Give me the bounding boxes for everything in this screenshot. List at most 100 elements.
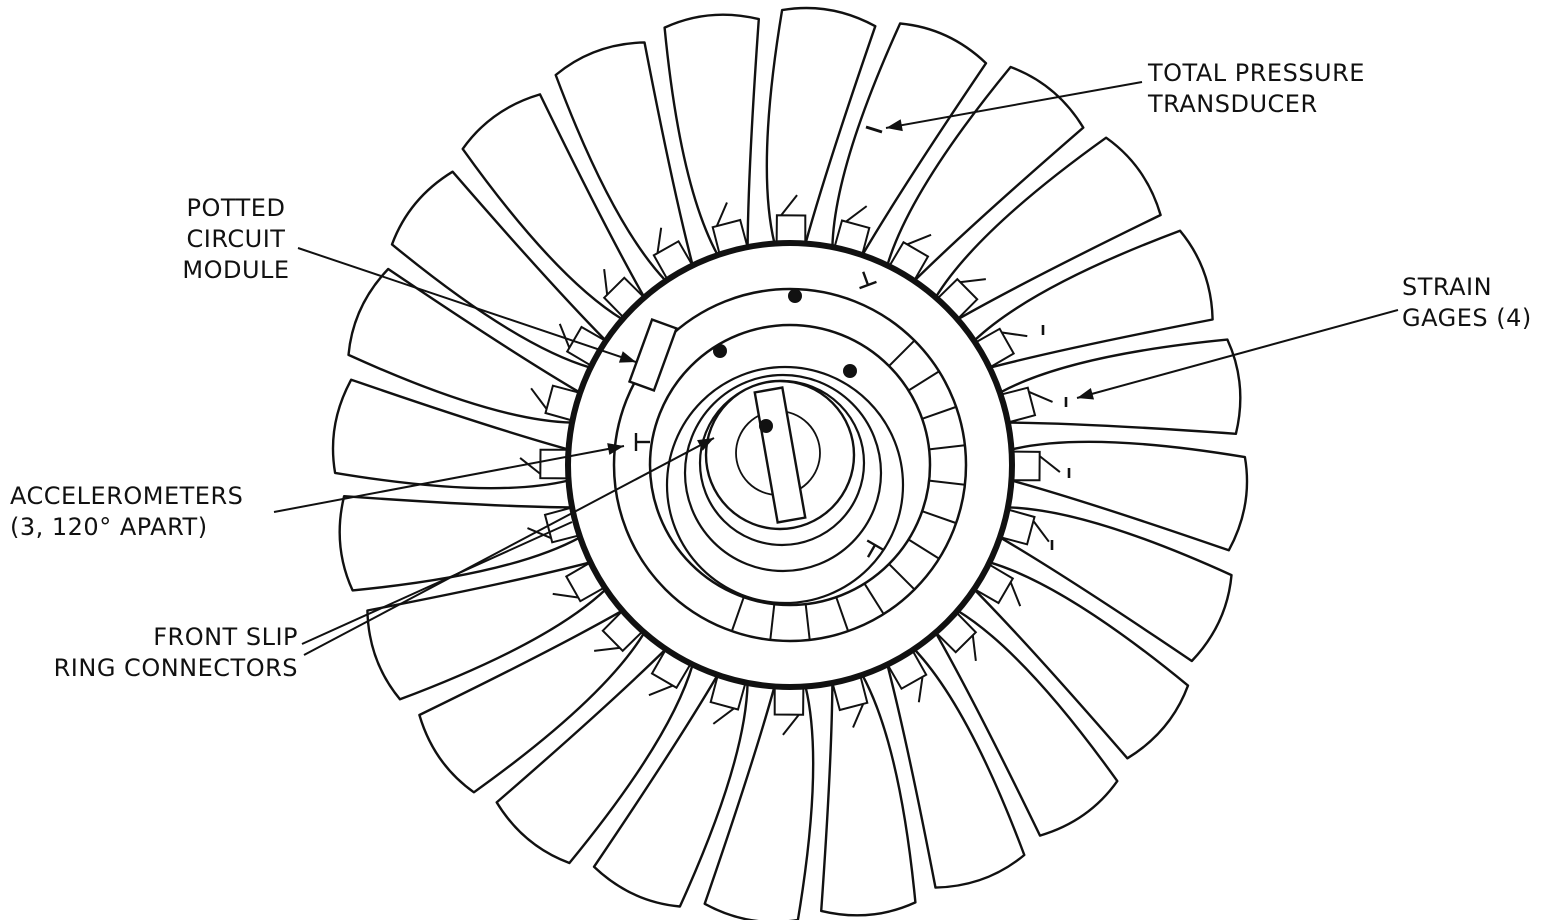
blade — [934, 136, 1162, 321]
bolt — [788, 289, 802, 303]
blade — [820, 673, 917, 917]
hub-assembly — [565, 125, 1071, 690]
blade — [831, 22, 988, 257]
blade — [338, 495, 582, 592]
slip-ring-segment — [804, 604, 811, 641]
blade — [934, 609, 1119, 837]
blade-root-edge — [845, 205, 868, 223]
slip-ring-segment — [929, 479, 966, 486]
label-line: (3, 120° APART) — [10, 513, 208, 541]
bolt — [713, 344, 727, 358]
blade-root-edge — [906, 233, 932, 246]
label-line: GAGES (4) — [1402, 304, 1532, 332]
blade-root-edge — [971, 635, 977, 661]
slip-ring-segment — [908, 370, 940, 392]
blade-root-edge — [852, 703, 865, 728]
accelerometer-stem — [862, 271, 870, 286]
accelerometer-stem — [866, 544, 877, 558]
blade-root-edge — [712, 707, 735, 725]
blade-root-edge — [1032, 520, 1050, 543]
label-line: CIRCUIT — [186, 225, 286, 253]
blade — [418, 609, 646, 794]
blade — [703, 685, 815, 920]
label-line: TRANSDUCER — [1148, 90, 1318, 118]
leader-line — [885, 81, 1143, 129]
blade-root-edge — [780, 194, 798, 216]
slip-ring-segment — [921, 510, 957, 525]
blade-root-edge — [594, 646, 620, 652]
blade-root-edge — [603, 269, 609, 295]
label-line: POTTED — [186, 194, 286, 222]
slip-ring-segment — [908, 538, 940, 560]
slip-ring-segment — [929, 444, 966, 451]
blade — [390, 170, 608, 369]
total-pressure-transducer — [865, 125, 883, 134]
blade — [765, 6, 877, 245]
blade — [592, 673, 749, 908]
blade-root-edge — [1028, 390, 1053, 403]
blade-root-edge — [527, 527, 552, 540]
label-potted-circuit-module: POTTED CIRCUIT MODULE — [166, 193, 306, 286]
label-strain-gages: STRAIN GAGES (4) — [1402, 272, 1532, 334]
blade — [998, 506, 1233, 663]
blade-root-edge — [1039, 455, 1061, 473]
blade — [663, 13, 760, 257]
potted-circuit-module — [627, 318, 679, 392]
blade-root-edge — [552, 592, 579, 599]
arrowhead — [1077, 387, 1095, 400]
blade — [366, 561, 608, 701]
label-line: FRONT SLIP — [153, 623, 298, 651]
leader-line — [297, 247, 637, 363]
blade — [495, 647, 694, 865]
arrowhead — [607, 443, 624, 455]
blade-root-edge — [1001, 331, 1028, 338]
label-accelerometers: ACCELEROMETERS (3, 120° APART) — [10, 481, 243, 543]
bolt — [759, 419, 773, 433]
leader-line — [273, 445, 625, 513]
blade-root-edge — [960, 278, 986, 284]
blade-root-edge — [558, 323, 571, 349]
blade — [554, 41, 694, 283]
blade-root-edge — [519, 457, 541, 475]
leader-line — [1076, 309, 1399, 399]
blade — [347, 267, 582, 424]
label-line: RING CONNECTORS — [53, 654, 298, 682]
blade-root-edge — [530, 387, 548, 410]
slip-ring-segment — [835, 596, 850, 632]
blade-root-edge — [782, 714, 800, 736]
blade-root-edge — [715, 202, 728, 227]
blade-root-edge — [917, 676, 924, 703]
bolt — [843, 364, 857, 378]
accelerometer — [859, 271, 877, 290]
blade — [972, 229, 1214, 369]
label-line: STRAIN — [1402, 273, 1493, 301]
blade — [972, 561, 1190, 760]
slip-ring-segment — [730, 596, 745, 632]
leader-line — [301, 521, 573, 645]
leader-line — [303, 437, 715, 656]
blade-root-edge — [1009, 581, 1022, 607]
blade-root-edge — [648, 684, 674, 697]
label-line: TOTAL PRESSURE — [1148, 59, 1365, 87]
blade-root-edge — [656, 227, 663, 254]
accelerometer — [634, 433, 650, 451]
blade — [331, 378, 570, 490]
blade — [886, 65, 1085, 283]
slip-ring-segment — [888, 339, 916, 367]
label-front-slip-ring-connectors: FRONT SLIP RING CONNECTORS — [20, 622, 298, 684]
arrowhead — [697, 438, 714, 451]
leader-lines — [273, 81, 1399, 656]
slip-ring-segment — [769, 604, 776, 641]
blade — [886, 647, 1026, 889]
accelerometer — [866, 539, 884, 558]
arrowhead — [886, 119, 903, 132]
label-total-pressure-transducer: TOTAL PRESSURE TRANSDUCER — [1148, 58, 1365, 120]
slip-ring-segment — [863, 583, 885, 615]
blade-row — [331, 6, 1249, 920]
blade — [1010, 440, 1249, 552]
label-line: MODULE — [182, 256, 290, 284]
label-line: ACCELEROMETERS — [10, 482, 244, 510]
arrowhead — [618, 351, 636, 363]
